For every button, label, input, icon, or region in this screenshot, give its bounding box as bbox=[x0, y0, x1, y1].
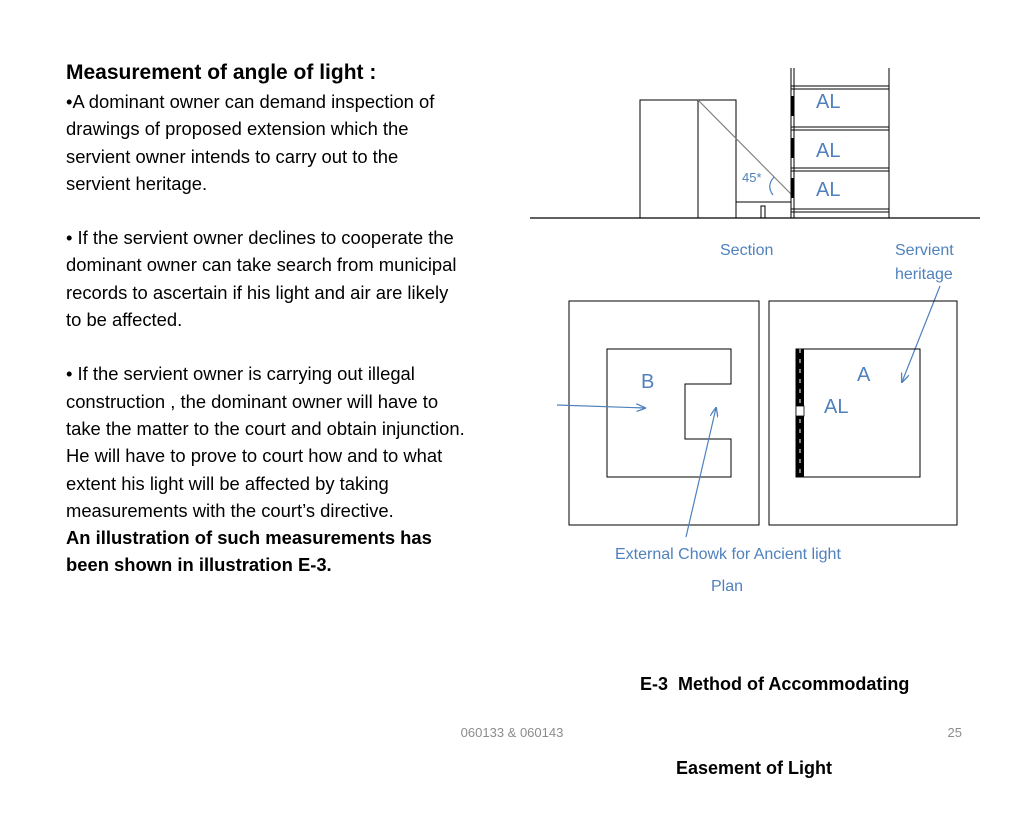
caption-line-1: E-3 Method of Accommodating bbox=[640, 674, 910, 694]
servient-label-line1: Servient bbox=[895, 242, 954, 259]
dominant-building bbox=[639, 99, 737, 219]
floor-label-al-3: AL bbox=[816, 179, 840, 201]
plot-a-boundary bbox=[768, 300, 958, 526]
easement-diagram: AL AL AL 45* Section Servient heritage B… bbox=[530, 68, 980, 595]
footer-authors: 060133 & 060143 bbox=[460, 725, 564, 740]
paragraph-3: • If the servient owner is carrying out … bbox=[66, 363, 465, 521]
slide-heading: Measurement of angle of light : bbox=[66, 61, 377, 84]
paragraph-2: • If the servient owner declines to coop… bbox=[66, 227, 457, 331]
dominant-pointer-arrow bbox=[556, 405, 645, 408]
wall-window bbox=[795, 405, 805, 417]
building-b-outline bbox=[606, 348, 732, 478]
window-2 bbox=[791, 138, 794, 158]
plan-label-a: A bbox=[857, 364, 871, 386]
emphasis-text: An illustration of such measurements has… bbox=[66, 527, 432, 576]
page-number: 25 bbox=[947, 725, 962, 740]
floor-slab-1 bbox=[790, 85, 890, 90]
servient-building bbox=[790, 68, 890, 218]
angle-arc bbox=[769, 176, 775, 196]
paragraph-1: •A dominant owner can demand inspection … bbox=[66, 91, 435, 194]
section-view: AL AL AL 45* Section Servient heritage bbox=[530, 68, 980, 382]
servient-pointer-arrow bbox=[902, 285, 941, 382]
floor-label-al-1: AL bbox=[816, 91, 840, 113]
slide: Measurement of angle of light : •A domin… bbox=[66, 58, 980, 778]
plan-label: Plan bbox=[711, 578, 743, 595]
window-1 bbox=[791, 96, 794, 116]
plan-label-al: AL bbox=[824, 396, 848, 418]
light-angle-line bbox=[697, 99, 792, 195]
floor-slab-2 bbox=[790, 126, 890, 131]
chowk-pointer-arrow bbox=[685, 408, 716, 538]
section-label: Section bbox=[720, 242, 773, 259]
plot-b-boundary bbox=[568, 300, 760, 526]
floor-slab-3 bbox=[790, 167, 890, 172]
text-block: Measurement of angle of light : •A domin… bbox=[66, 58, 466, 579]
plan-view: B A AL External Chowk for Ancient light … bbox=[556, 300, 958, 595]
angle-label: 45* bbox=[742, 170, 762, 185]
floor-label-al-2: AL bbox=[816, 140, 840, 162]
floor-slab-4 bbox=[790, 208, 890, 213]
window-3 bbox=[791, 178, 794, 198]
servient-label-line2: heritage bbox=[895, 266, 953, 283]
chowk-label: External Chowk for Ancient light bbox=[615, 546, 841, 563]
small-wall bbox=[760, 205, 766, 219]
caption-line-2: Easement of Light bbox=[676, 758, 833, 778]
plan-label-b: B bbox=[641, 371, 654, 393]
